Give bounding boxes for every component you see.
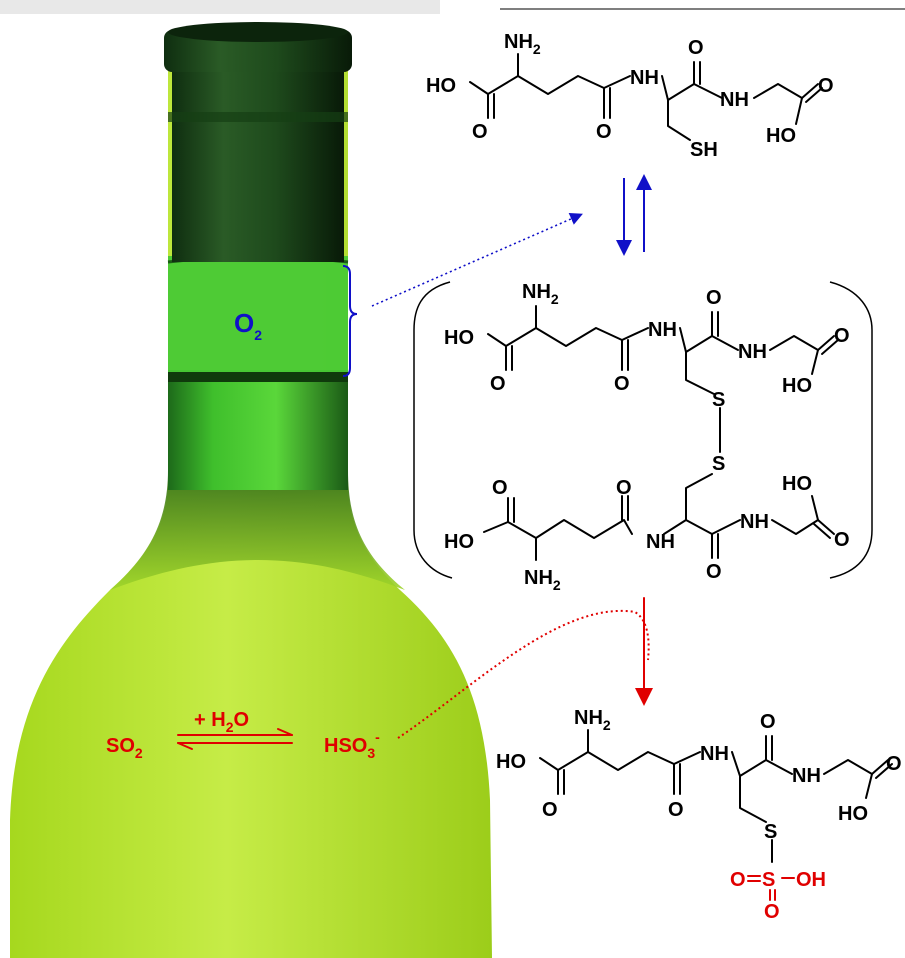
svg-text:NH: NH [738,341,767,363]
svg-text:NH2: NH2 [522,281,559,307]
svg-text:O: O [668,799,684,821]
svg-text:O: O [706,561,722,583]
svg-text:NH: NH [720,89,749,111]
bottle-capsule [172,52,344,262]
svg-text:HO: HO [444,531,474,553]
svg-text:NH: NH [700,743,729,765]
svg-text:HO: HO [426,75,456,97]
bisulfite-path [397,609,650,739]
svg-text:S: S [762,869,775,891]
svg-text:O: O [886,753,902,775]
wine-surface [168,372,348,382]
svg-text:O: O [688,37,704,59]
svg-text:HO: HO [782,375,812,397]
svg-text:O: O [616,477,632,499]
svg-text:NH2: NH2 [504,31,541,57]
svg-text:O: O [764,901,780,923]
svg-text:O: O [614,373,630,395]
svg-text:NH: NH [792,765,821,787]
svg-text:HO: HO [838,803,868,825]
bisulfite-label: HSO3- [324,729,380,761]
sulfite-equilibrium: SO2 + H2O HSO3- [106,709,380,761]
svg-text:O: O [472,121,488,143]
svg-text:NH2: NH2 [524,567,561,593]
svg-text:O: O [834,325,850,347]
svg-text:NH: NH [646,531,675,553]
svg-text:O: O [596,121,612,143]
svg-text:HO: HO [444,327,474,349]
svg-text:O: O [542,799,558,821]
svg-text:HO: HO [766,125,796,147]
headspace [168,256,348,376]
svg-text:O: O [760,711,776,733]
so2-label: SO2 [106,735,143,761]
svg-text:O: O [730,869,746,891]
svg-text:NH2: NH2 [574,707,611,733]
bracket-left [413,281,453,579]
svg-text:O: O [490,373,506,395]
svg-text:S: S [712,389,725,411]
glutathione-reduced: NH2 HO O O NH O NH SH O HO [426,31,834,161]
svg-text:NH: NH [740,511,769,533]
svg-text:O: O [818,75,834,97]
water-reagent: + H2O [194,709,249,735]
frame-band [0,0,440,14]
wine-bottle [10,22,492,958]
svg-text:S: S [712,453,725,475]
svg-text:SH: SH [690,139,718,161]
svg-text:O: O [834,529,850,551]
svg-text:O: O [492,477,508,499]
svg-text:NH: NH [648,319,677,341]
glutathione-disulfide: NH2 HO O O NH O NH O HO S S O HO NH2 O N… [444,281,850,593]
svg-text:S: S [764,821,777,843]
bracket-right [829,281,873,579]
oxygen-label: O2 [234,308,262,343]
headspace-brace [342,265,358,377]
svg-text:HO: HO [496,751,526,773]
svg-text:HO: HO [782,473,812,495]
svg-text:OH: OH [796,869,826,891]
svg-text:O: O [706,287,722,309]
s-sulfoglutathione: NH2 HO O O NH O NH O HO S O S OH O [496,707,902,923]
svg-text:NH: NH [630,67,659,89]
